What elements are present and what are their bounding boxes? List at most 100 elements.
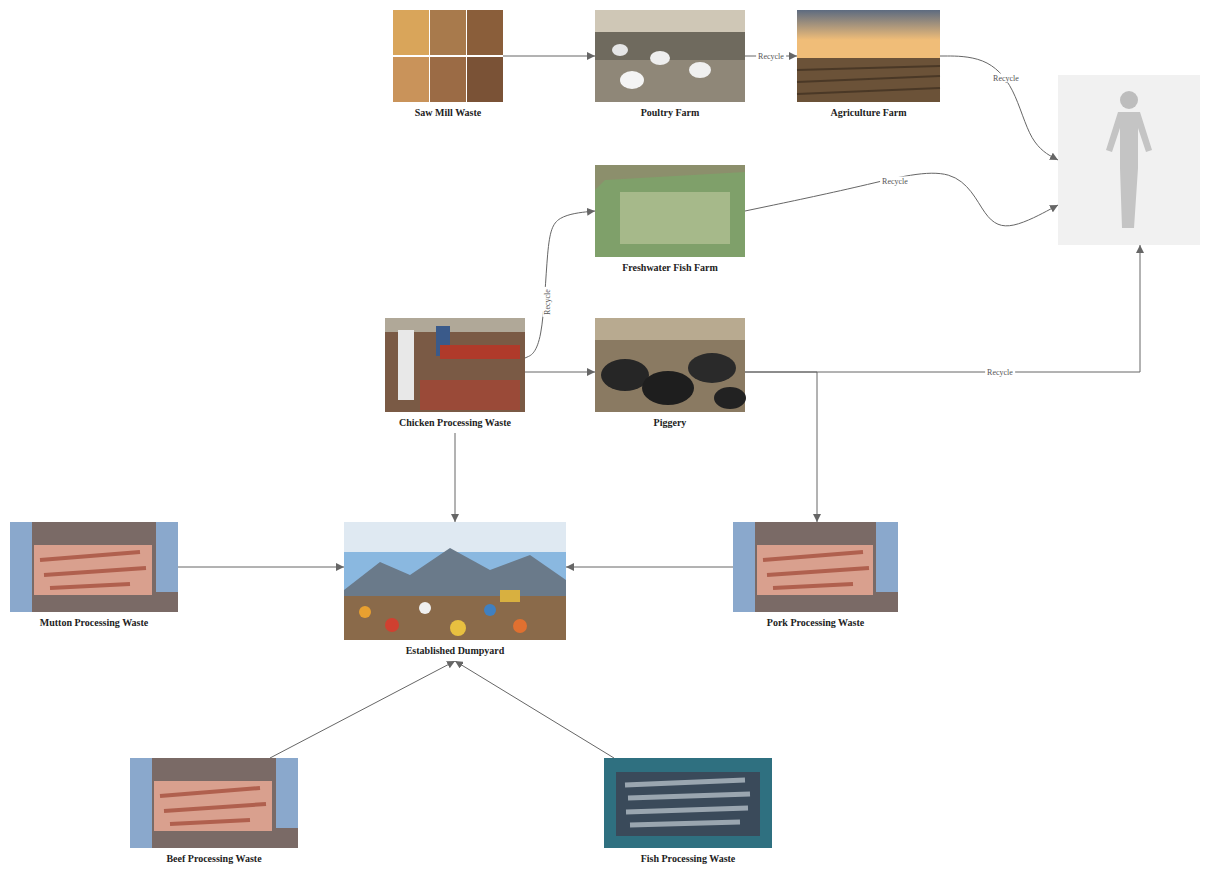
edge-group <box>178 56 1140 758</box>
meat-streaks <box>160 788 266 824</box>
photo-ground <box>604 758 772 848</box>
edge-label: Recycle <box>756 52 786 61</box>
photo-area <box>604 758 772 848</box>
worker-shape <box>398 330 414 400</box>
meat-pile <box>34 545 152 595</box>
node-caption: Beef Processing Waste <box>130 848 298 869</box>
chicken-shape <box>689 62 711 78</box>
node-caption: Freshwater Fish Farm <box>595 257 745 278</box>
image-node <box>1058 75 1200 245</box>
sawdust-tile <box>393 10 429 55</box>
photo-area <box>595 165 745 257</box>
shed-floor <box>595 60 745 102</box>
clouds <box>344 522 566 552</box>
saw-mill-photo <box>393 10 503 102</box>
flow-arrow <box>270 661 455 758</box>
mutton-processing-photo <box>10 522 178 612</box>
mountains <box>344 548 566 600</box>
human-figure <box>1058 75 1200 245</box>
field <box>797 58 940 102</box>
fish-tray <box>616 772 760 836</box>
image-node: Fish Processing Waste <box>604 758 772 869</box>
photo-ground <box>385 318 525 412</box>
photo-ground <box>733 522 898 612</box>
photo-ground <box>130 758 298 848</box>
meat-pile <box>757 545 873 595</box>
pig-shape <box>642 371 694 405</box>
image-node: Mutton Processing Waste <box>10 522 178 633</box>
sawdust-tile <box>393 57 429 102</box>
flow-arrow <box>178 567 344 568</box>
sawdust-tile <box>467 57 503 102</box>
meat-pile <box>154 781 272 831</box>
photo-area <box>10 522 178 612</box>
photo-ground <box>595 10 745 102</box>
crop-rows <box>797 66 940 94</box>
node-caption: Fish Processing Waste <box>604 848 772 869</box>
flow-arrow <box>940 56 1058 160</box>
flow-arrow <box>525 372 595 373</box>
beef-processing-photo <box>130 758 298 848</box>
pond-surface <box>620 192 730 244</box>
worker-shape <box>156 522 178 592</box>
chicken-shape <box>620 71 644 89</box>
sky <box>344 522 566 640</box>
wall <box>385 318 525 332</box>
node-caption: Pork Processing Waste <box>733 612 898 633</box>
worker-shape <box>10 522 32 612</box>
meat-streaks <box>40 552 146 588</box>
edge-label: Recycle <box>880 177 910 186</box>
agriculture-photo <box>797 10 940 102</box>
edge-label: Recycle <box>985 368 1015 377</box>
garbage-ground <box>344 596 566 640</box>
flow-arrow <box>745 173 1058 226</box>
pond-water <box>595 172 745 257</box>
flow-arrow <box>745 372 817 522</box>
photo-ground <box>595 318 745 412</box>
garbage-bit <box>419 602 431 614</box>
garbage-bit <box>450 620 466 636</box>
node-caption: Piggery <box>595 412 745 433</box>
flow-arrow <box>455 433 456 522</box>
node-caption: Poultry Farm <box>595 102 745 123</box>
node-caption: Mutton Processing Waste <box>10 612 178 633</box>
photo-area <box>595 10 745 102</box>
garbage-bit <box>385 618 399 632</box>
worker-shape <box>130 758 152 848</box>
photo-area <box>344 522 566 640</box>
sky <box>797 10 940 60</box>
figure-body <box>1106 112 1152 228</box>
pig-shape <box>714 387 746 409</box>
photo-area <box>1058 75 1200 245</box>
photo-area <box>595 318 745 412</box>
image-node: Established Dumpyard <box>344 522 566 661</box>
image-node: Agriculture Farm <box>797 10 940 123</box>
poultry-photo <box>595 10 745 102</box>
flow-arrow <box>525 211 595 358</box>
garbage-bit <box>484 604 496 616</box>
bulldozer <box>500 590 520 602</box>
edge-label: Recycle <box>543 287 552 317</box>
flow-arrow <box>455 661 614 758</box>
node-caption: Chicken Processing Waste <box>385 412 525 433</box>
sawdust-tile <box>430 10 466 55</box>
fish-pile <box>625 780 750 825</box>
photo-area <box>130 758 298 848</box>
worker-shape <box>733 522 755 612</box>
image-node: Freshwater Fish Farm <box>595 165 745 278</box>
chicken-shape <box>650 51 670 65</box>
flow-arrow <box>566 567 733 568</box>
figure-ground <box>1058 75 1200 245</box>
photo-area <box>385 318 525 412</box>
pig-shape <box>601 359 649 391</box>
chicken-shape <box>612 44 628 56</box>
photo-area <box>797 10 940 102</box>
pork-processing-photo <box>733 522 898 612</box>
edge-label: Recycle <box>991 74 1021 83</box>
worker-shape <box>876 522 898 592</box>
waste-heap <box>420 380 520 410</box>
flow-arrow <box>503 56 595 57</box>
